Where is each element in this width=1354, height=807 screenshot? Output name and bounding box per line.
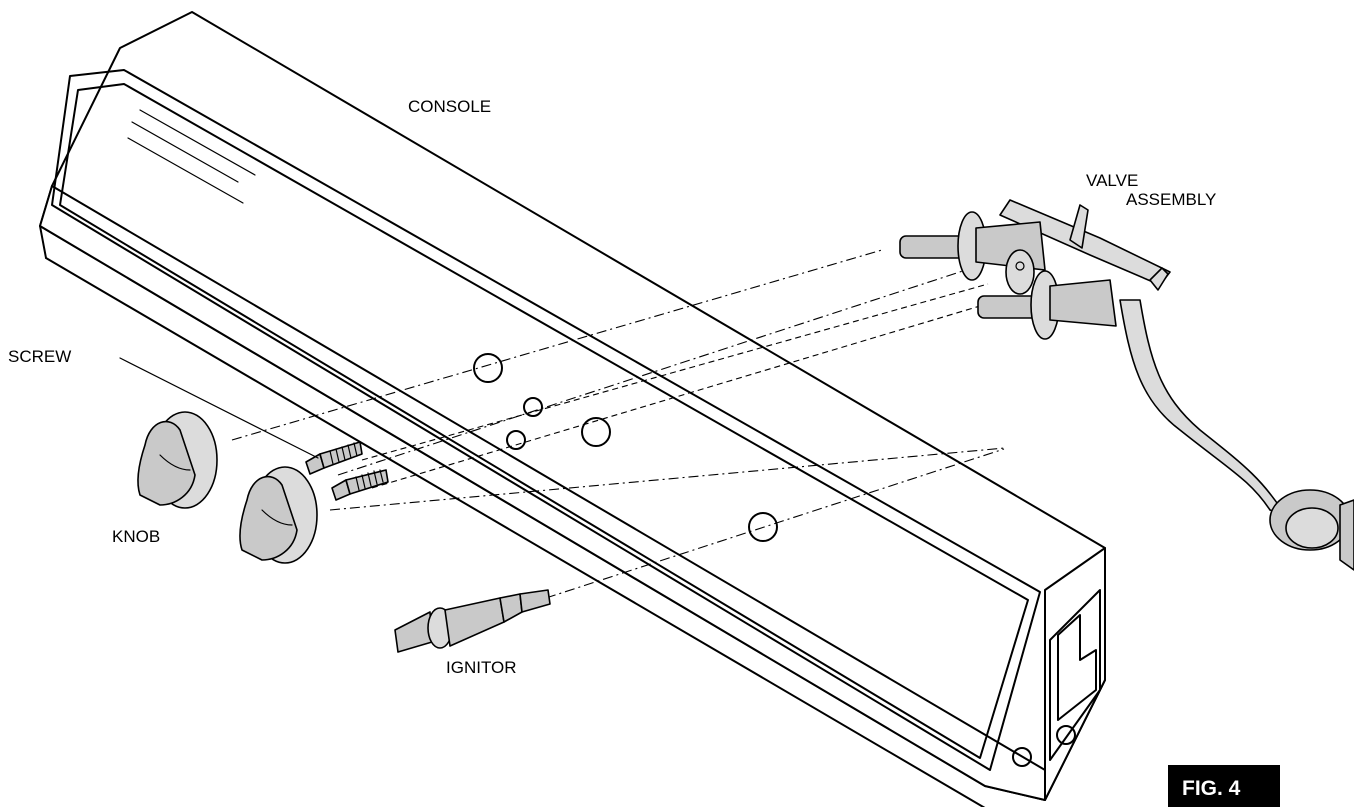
valve-mount-plate (1005, 249, 1035, 295)
screw-part (305, 441, 363, 475)
label-valve: VALVE (1086, 171, 1138, 190)
glare-line (139, 109, 256, 176)
label-console: CONSOLE (408, 97, 491, 116)
console-end-panel (1049, 589, 1101, 761)
label-knob: KNOB (112, 527, 160, 546)
console-hole (523, 397, 543, 417)
console-window-inner (59, 83, 1029, 759)
console-lower-edge (45, 257, 986, 807)
gas-hose (1119, 299, 1286, 516)
label-screw: SCREW (8, 347, 71, 366)
console-window-outer (51, 69, 1041, 771)
console-hole (581, 417, 611, 447)
glare-line (131, 121, 239, 183)
ignitor-part (394, 589, 551, 653)
console-hole (473, 353, 503, 383)
end-hole (1056, 725, 1076, 745)
knob-part (239, 466, 318, 564)
label-ignitor: IGNITOR (446, 658, 517, 677)
end-bracket (1057, 614, 1097, 721)
valve-assembly (899, 199, 1354, 571)
console-end-cap (1044, 547, 1106, 801)
figure-caption: FIG. 4 (1182, 777, 1241, 800)
manifold-bracket (999, 199, 1171, 286)
label-assembly: ASSEMBLY (1126, 190, 1216, 209)
console-body (39, 11, 1106, 801)
figure-caption-badge: FIG. 4 (1168, 765, 1280, 807)
screw-leader-line (119, 357, 319, 459)
glare-line (127, 137, 244, 204)
console-hole (506, 430, 526, 450)
console-hole (748, 512, 778, 542)
console (39, 11, 1106, 807)
knob-part (137, 411, 218, 509)
figure-caption-bg (1168, 765, 1280, 807)
alignment-lines (231, 249, 1006, 599)
screw-part (331, 469, 389, 501)
end-hole (1012, 747, 1032, 767)
